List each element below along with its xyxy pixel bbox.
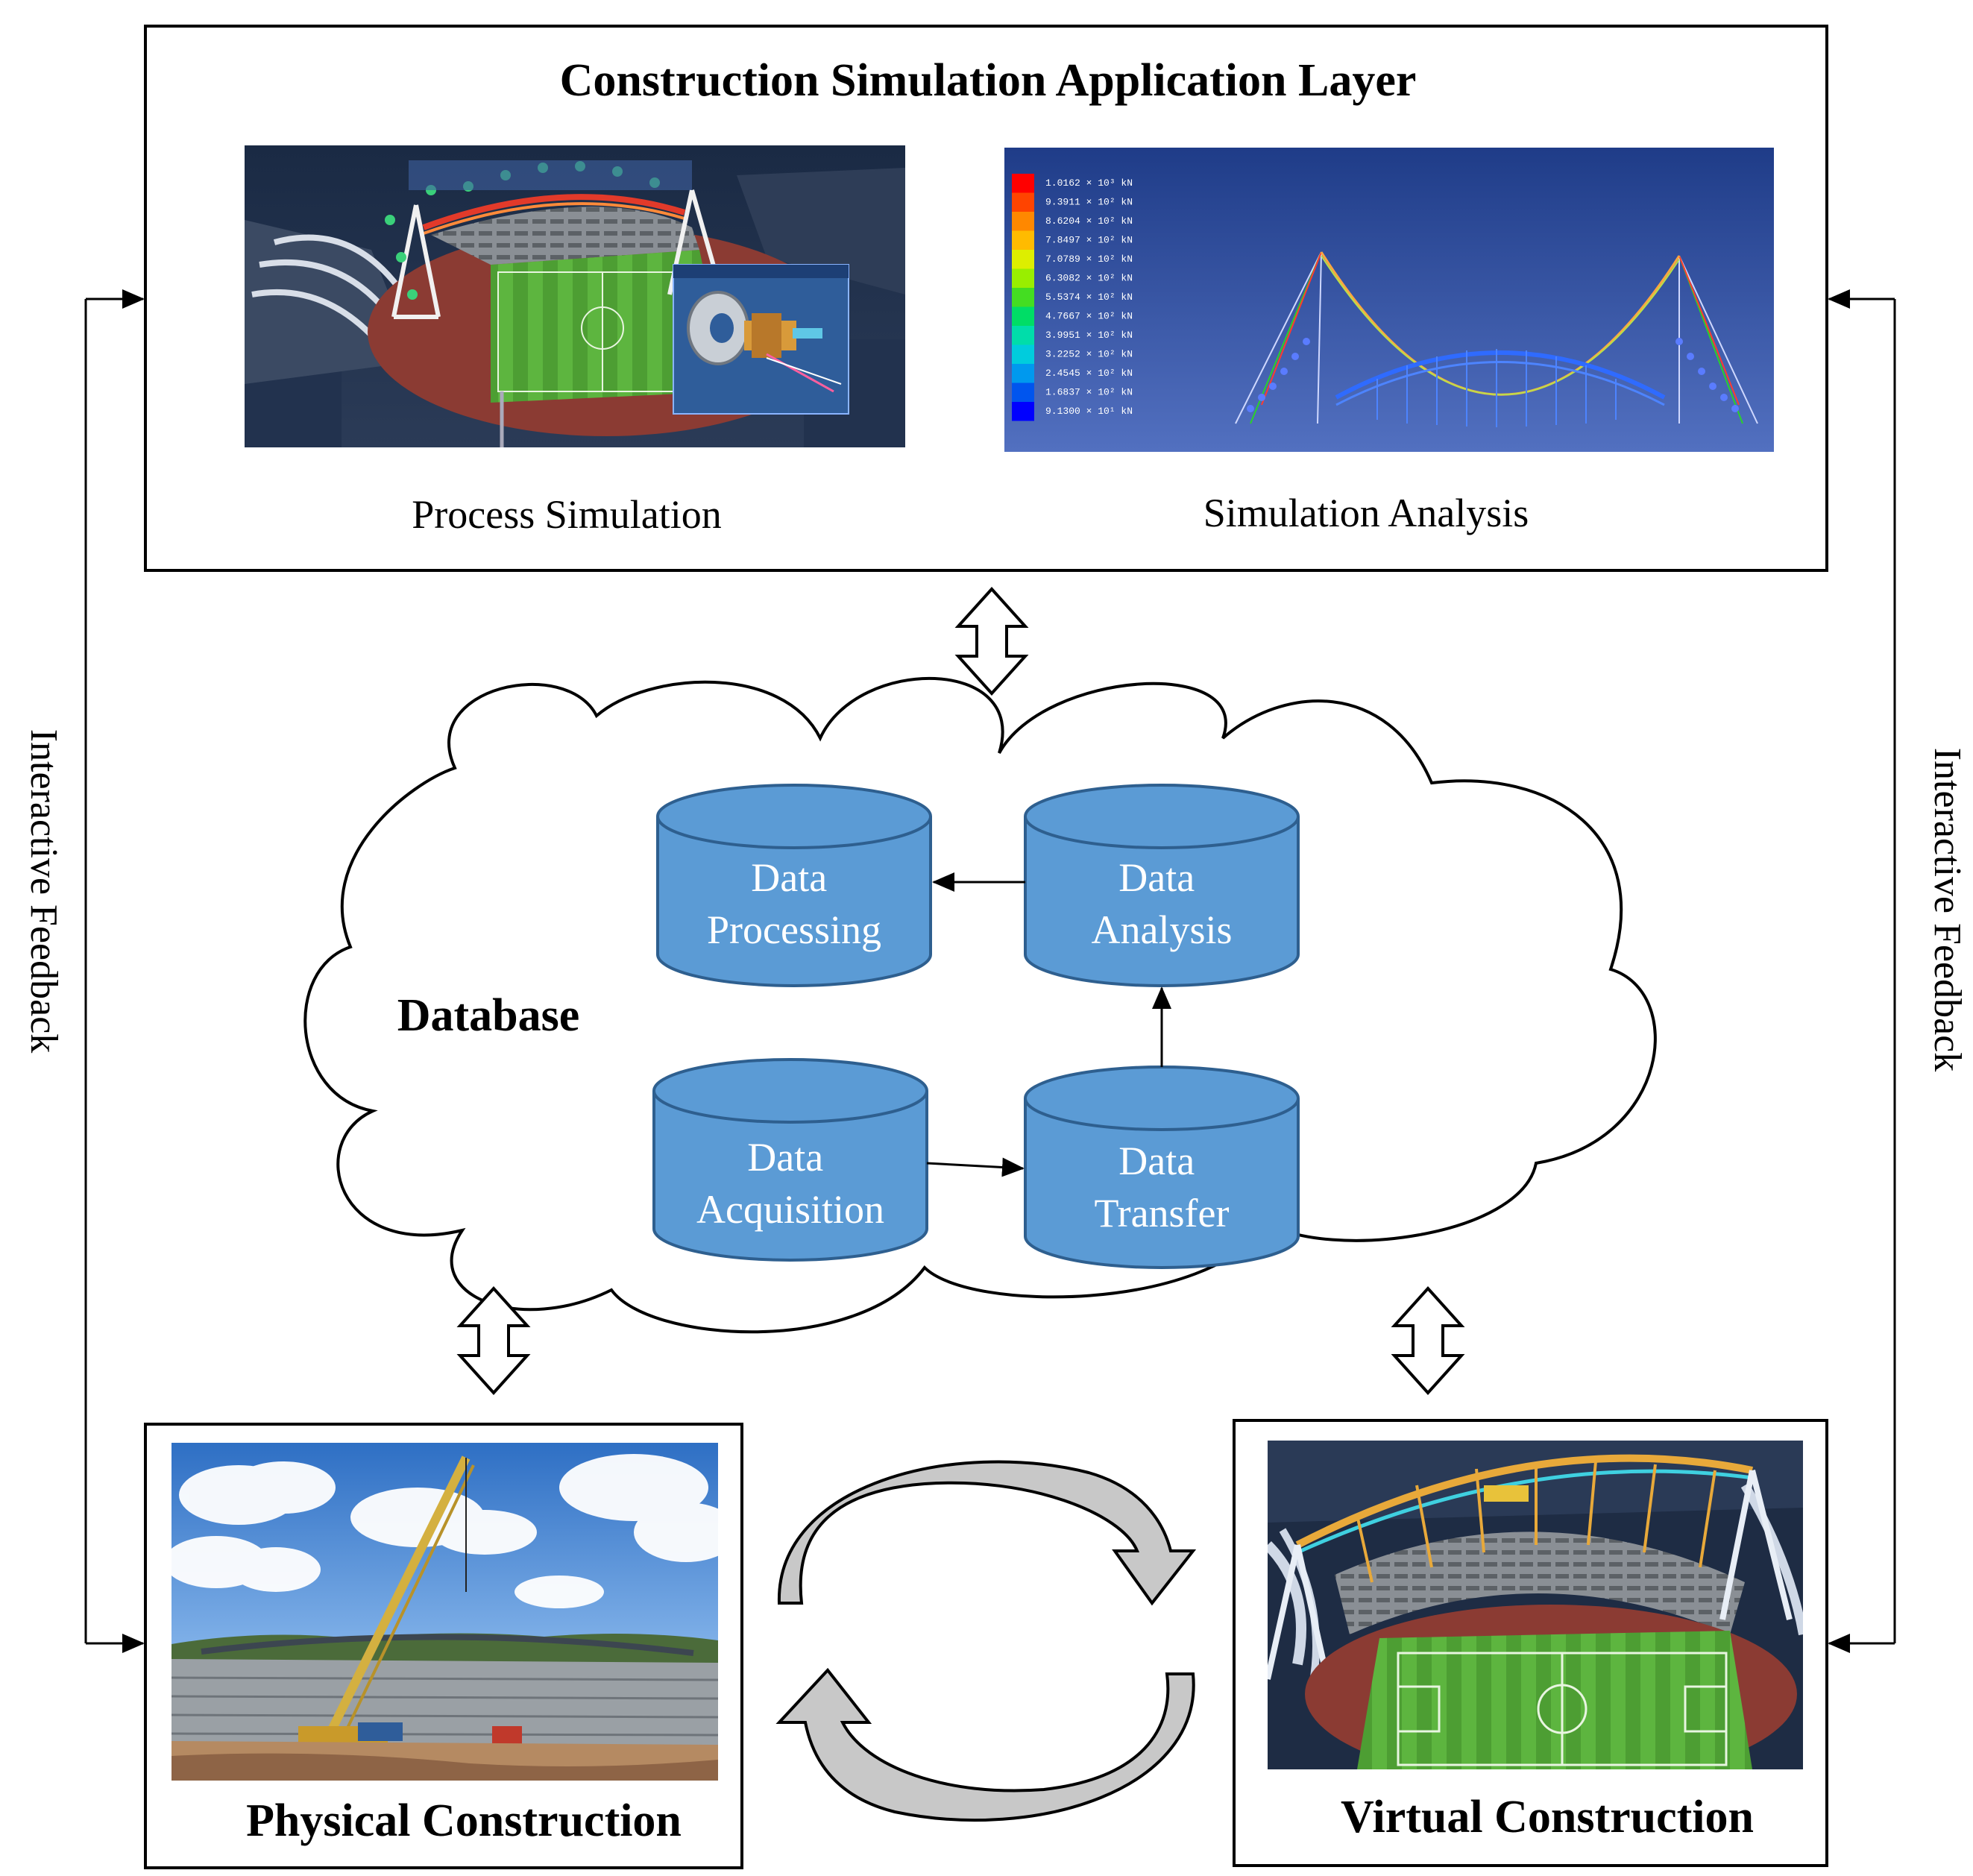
virtual-construction-caption: Virtual Construction	[1341, 1792, 1754, 1842]
legend-value: 1.6837 × 10² kN	[1045, 387, 1133, 398]
process-simulation-image	[245, 145, 905, 447]
application-layer-title: Construction Simulation Application Laye…	[560, 55, 1417, 106]
svg-text:Data Transfer: Data Transfer	[1095, 1139, 1230, 1236]
cylinder-analysis-line2: Analysis	[1092, 907, 1233, 952]
legend-value: 5.5374 × 10² kN	[1045, 292, 1133, 303]
legend-swatch	[1012, 250, 1034, 269]
cycle-arrow-top	[777, 1460, 1197, 1606]
database-label: Database	[397, 990, 580, 1041]
legend-value: 7.8497 × 10² kN	[1045, 235, 1133, 246]
double-arrow-top	[954, 587, 1029, 696]
application-layer-box: Construction Simulation Application Laye…	[144, 25, 1828, 572]
double-arrow-right	[1391, 1286, 1465, 1395]
physical-construction-caption: Physical Construction	[246, 1795, 682, 1846]
legend-swatch	[1012, 344, 1034, 364]
legend-value: 7.0789 × 10² kN	[1045, 254, 1133, 265]
database-cloud: Database	[303, 676, 1657, 1334]
svg-text:Data Acquisition: Data Acquisition	[696, 1135, 884, 1232]
legend-swatch	[1012, 326, 1034, 345]
legend-swatch	[1012, 268, 1034, 288]
cylinder-processing-line1: Data	[751, 855, 827, 900]
physical-construction-photo	[172, 1443, 718, 1781]
legend-swatch	[1012, 212, 1034, 231]
legend-swatch	[1012, 192, 1034, 212]
feedback-left: Interactive Feedback	[22, 289, 145, 1653]
legend-swatch	[1012, 230, 1034, 250]
process-simulation-caption: Process Simulation	[412, 492, 722, 537]
legend-value: 4.7667 × 10² kN	[1045, 311, 1133, 322]
double-arrow-left	[456, 1286, 531, 1395]
cylinder-acquisition-line1: Data	[747, 1135, 823, 1180]
legend-value: 3.2252 × 10² kN	[1045, 349, 1133, 360]
feedback-right: Interactive Feedback	[1828, 289, 1969, 1653]
legend-swatch	[1012, 364, 1034, 383]
legend-swatch	[1012, 383, 1034, 402]
simulation-analysis-caption: Simulation Analysis	[1203, 491, 1529, 535]
legend-swatch	[1012, 174, 1034, 193]
cylinder-data-transfer: Data Transfer	[1024, 1066, 1300, 1269]
legend-value: 9.1300 × 10¹ kN	[1045, 406, 1133, 417]
legend-value: 8.6204 × 10² kN	[1045, 215, 1133, 227]
simulation-analysis-image: 1.0162 × 10³ kN 9.3911 × 10² kN 8.6204 × 1…	[1004, 148, 1774, 452]
cylinder-transfer-line1: Data	[1118, 1139, 1195, 1183]
legend-value: 3.9951 × 10² kN	[1045, 330, 1133, 341]
cylinder-data-acquisition: Data Acquisition	[652, 1058, 928, 1262]
cylinder-processing-line2: Processing	[707, 907, 881, 952]
legend-value: 6.3082 × 10² kN	[1045, 273, 1133, 284]
virtual-construction-box: Virtual Construction	[1233, 1419, 1828, 1867]
arrow-acquisition-to-transfer	[926, 1157, 1025, 1177]
feedback-left-label: Interactive Feedback	[22, 729, 65, 1054]
cylinder-acquisition-line2: Acquisition	[696, 1187, 884, 1232]
cylinder-transfer-line2: Transfer	[1095, 1191, 1230, 1236]
feedback-right-label: Interactive Feedback	[1926, 748, 1969, 1072]
svg-text:Data Processing: Data Processing	[707, 855, 881, 952]
cylinder-analysis-line1: Data	[1118, 855, 1195, 900]
legend-value: 1.0162 × 10³ kN	[1045, 177, 1133, 189]
legend-value: 2.4545 × 10² kN	[1045, 368, 1133, 379]
legend-swatch	[1012, 402, 1034, 421]
force-legend: 1.0162 × 10³ kN 9.3911 × 10² kN 8.6204 × 1…	[1012, 174, 1133, 421]
cylinder-data-analysis: Data Analysis	[1024, 784, 1300, 987]
legend-swatch	[1012, 306, 1034, 326]
svg-text:Data Analysis: Data Analysis	[1092, 855, 1233, 952]
internal-arrows	[926, 872, 1171, 1177]
physical-construction-box: Physical Construction	[144, 1423, 743, 1869]
cycle-arrow-bottom	[775, 1667, 1195, 1822]
cylinder-data-processing: Data Processing	[656, 784, 932, 987]
legend-value: 9.3911 × 10² kN	[1045, 197, 1133, 208]
virtual-construction-image	[1268, 1441, 1803, 1769]
legend-swatch	[1012, 288, 1034, 307]
